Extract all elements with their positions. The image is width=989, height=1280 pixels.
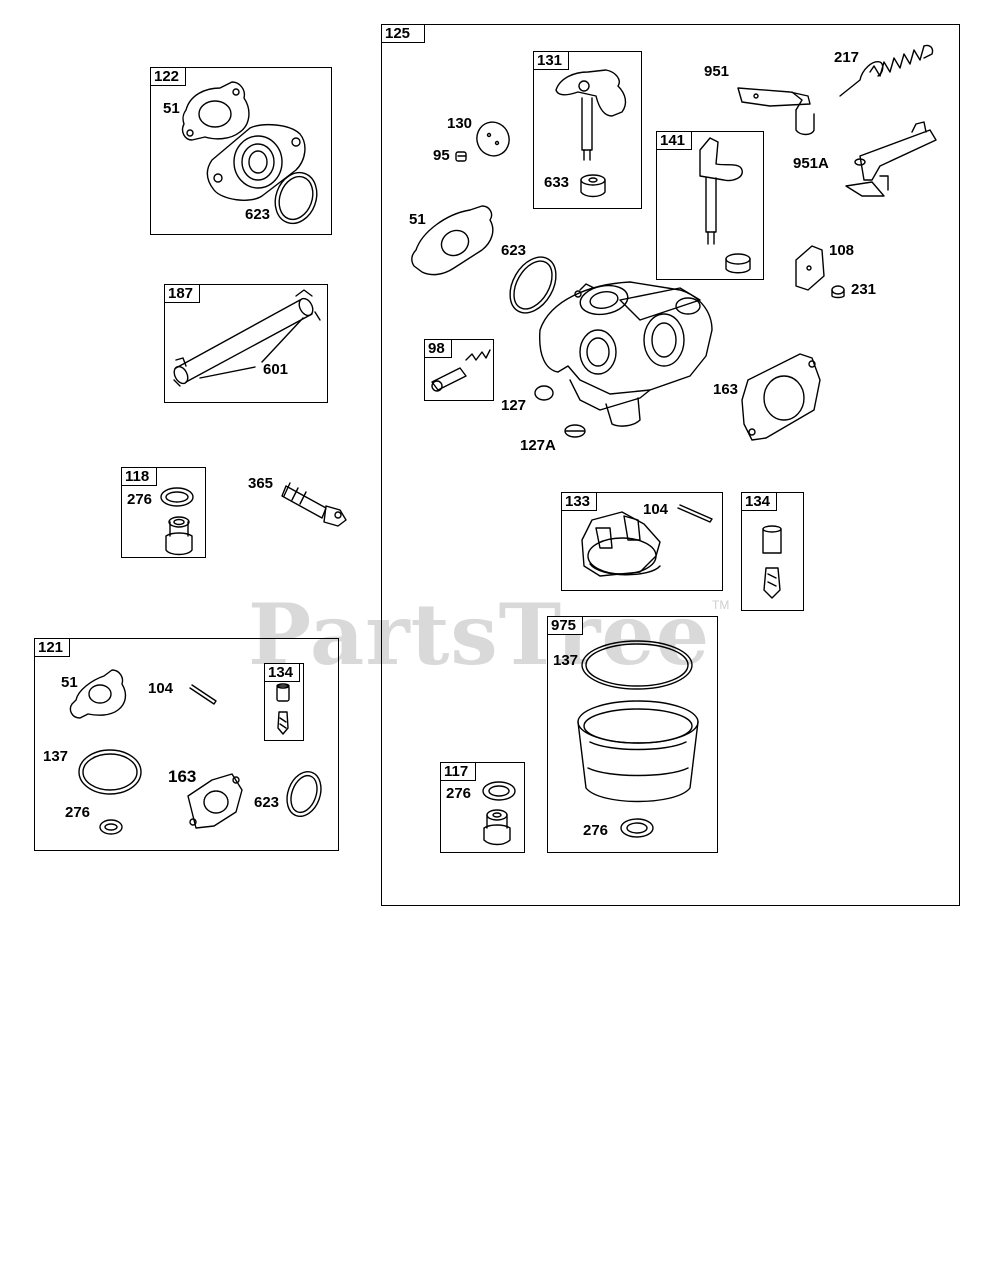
kit-number-125: 125 <box>381 24 425 43</box>
part-label-51: 51 <box>163 100 180 117</box>
kit-number-121: 121 <box>34 638 70 657</box>
kit-box-975[interactable]: 975 <box>547 616 718 853</box>
kit-number-141: 141 <box>656 131 692 150</box>
kit-number-118: 118 <box>121 467 157 486</box>
part-label-623: 623 <box>245 206 271 223</box>
part-label-276: 276 <box>583 822 609 839</box>
kit-number-133: 133 <box>561 492 597 511</box>
part-label-951a: 951A <box>793 155 829 172</box>
part-label-633: 633 <box>544 174 570 191</box>
bolt-part <box>281 482 347 527</box>
kit-box-118[interactable]: 118 <box>121 467 206 558</box>
kit-box-125[interactable]: 125 <box>381 24 960 906</box>
kit-number-121-134: 134 <box>264 663 300 682</box>
part-label-104: 104 <box>148 680 174 697</box>
kit-box-121-134[interactable]: 134 <box>264 663 304 741</box>
kit-number-975: 975 <box>547 616 583 635</box>
part-label-137: 137 <box>43 748 69 765</box>
part-label-95: 95 <box>433 147 450 164</box>
part-label-601: 601 <box>263 361 289 378</box>
part-label-365: 365 <box>248 475 274 492</box>
part-label-104: 104 <box>643 501 669 518</box>
part-label-127a: 127A <box>520 437 556 454</box>
part-label-276: 276 <box>446 785 472 802</box>
part-label-276: 276 <box>127 491 153 508</box>
part-label-276: 276 <box>65 804 91 821</box>
kit-box-98[interactable]: 98 <box>424 339 494 401</box>
part-label-163: 163 <box>168 767 197 786</box>
kit-number-134: 134 <box>741 492 777 511</box>
part-label-217: 217 <box>834 49 860 66</box>
kit-box-121[interactable]: 121 <box>34 638 339 851</box>
part-label-951: 951 <box>704 63 730 80</box>
part-label-623: 623 <box>501 242 527 259</box>
part-label-130: 130 <box>447 115 473 132</box>
kit-box-141[interactable]: 141 <box>656 131 764 280</box>
part-label-51: 51 <box>409 211 426 228</box>
part-label-51: 51 <box>61 674 78 691</box>
kit-box-122[interactable]: 122 <box>150 67 332 235</box>
kit-number-117: 117 <box>440 762 476 781</box>
part-label-231: 231 <box>851 281 877 298</box>
part-label-163: 163 <box>713 381 739 398</box>
watermark-trademark: TM <box>712 598 730 612</box>
part-label-623: 623 <box>254 794 280 811</box>
kit-box-187[interactable]: 187 <box>164 284 328 403</box>
kit-number-131: 131 <box>533 51 569 70</box>
kit-box-117[interactable]: 117 <box>440 762 525 853</box>
kit-box-134[interactable]: 134 <box>741 492 804 611</box>
part-label-108: 108 <box>829 242 855 259</box>
kit-number-98: 98 <box>424 339 452 358</box>
kit-number-122: 122 <box>150 67 186 86</box>
kit-number-187: 187 <box>164 284 200 303</box>
kit-box-131[interactable]: 131 <box>533 51 642 209</box>
kit-box-133[interactable]: 133 <box>561 492 723 591</box>
part-label-127: 127 <box>501 397 527 414</box>
part-label-137: 137 <box>553 652 579 669</box>
